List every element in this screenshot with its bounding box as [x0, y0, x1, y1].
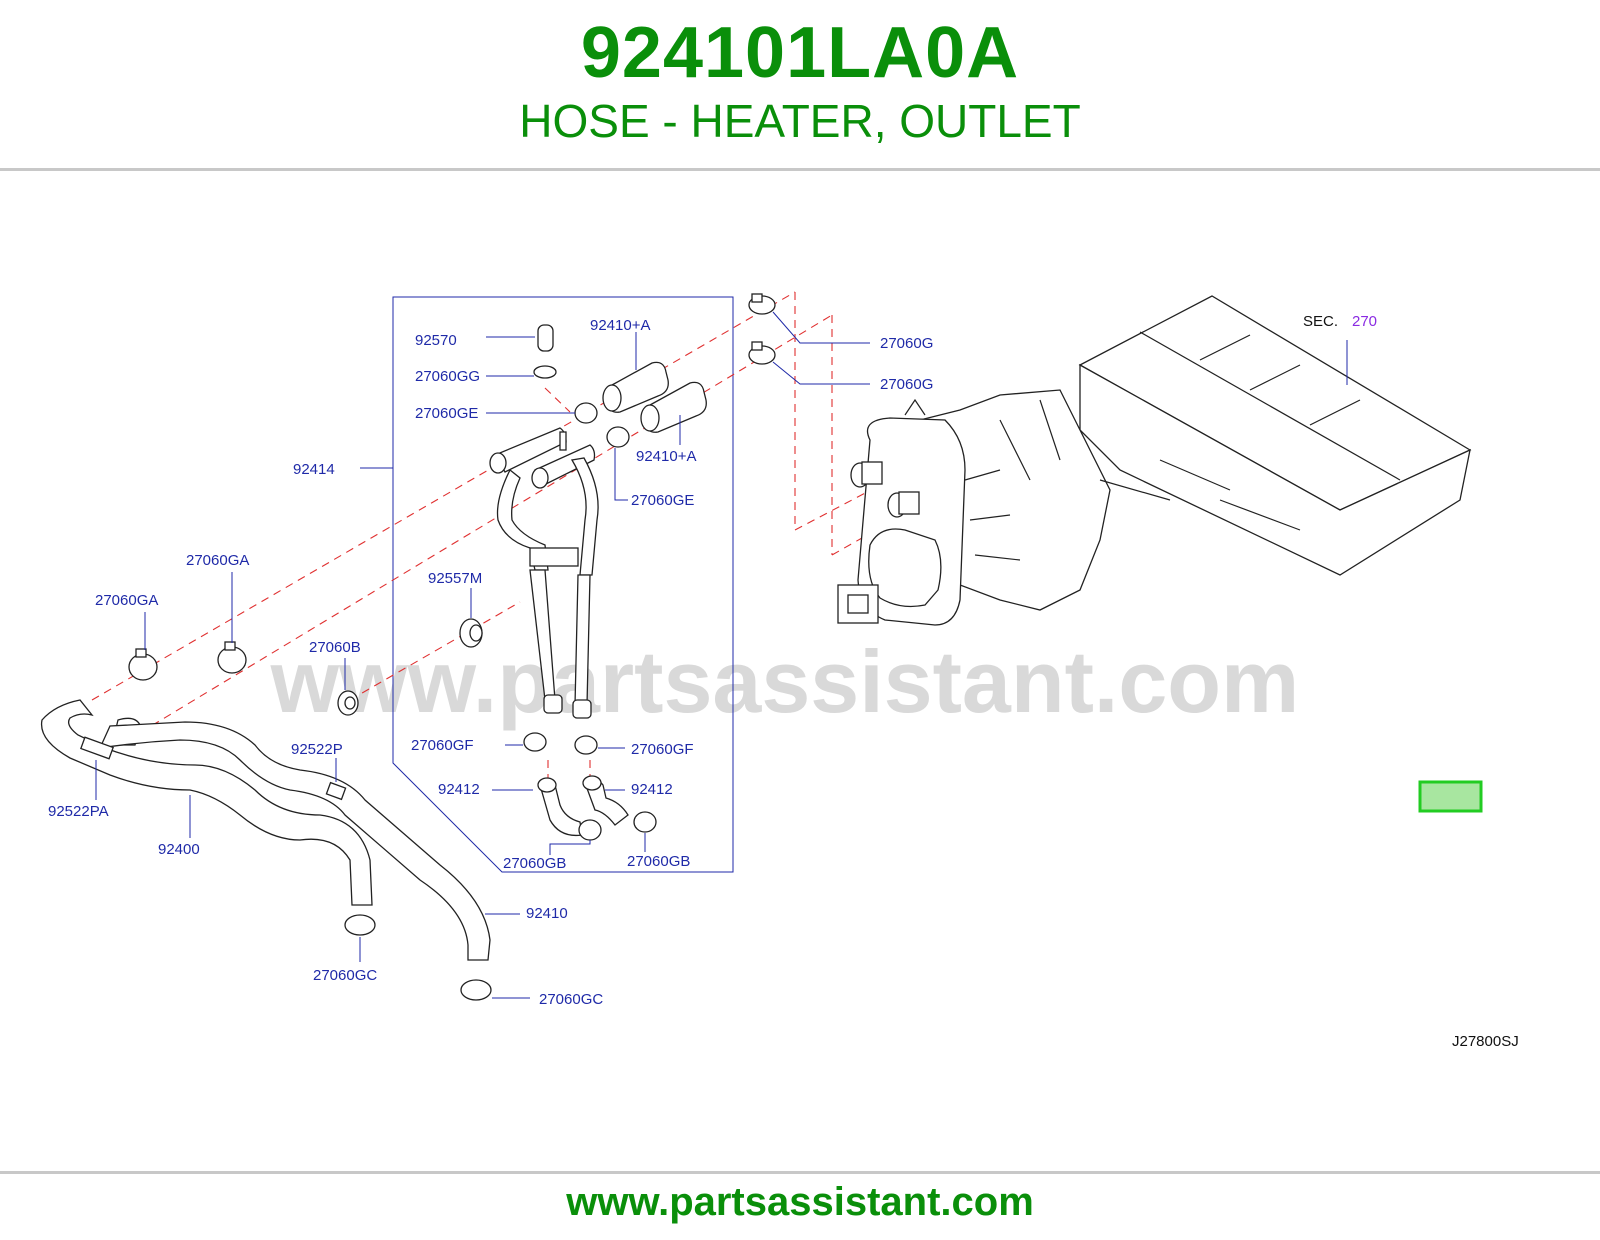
clamp-27060ga-right: [217, 641, 247, 674]
part-description: HOSE - HEATER, OUTLET: [519, 95, 1081, 147]
label-27060ge-left[interactable]: 27060GE: [415, 405, 478, 422]
label-92410a-mid[interactable]: 92410+A: [636, 448, 696, 465]
assembly-bracket: [392, 296, 734, 873]
leader-27060g-bottom: [772, 361, 870, 385]
label-92557m[interactable]: 92557M: [428, 570, 482, 587]
leader-27060ge-right: [614, 448, 628, 501]
clamp-27060ge-left: [574, 402, 598, 424]
leader-27060gb-left: [549, 840, 591, 855]
label-92522pa[interactable]: 92522PA: [48, 803, 109, 820]
clamp-27060gc-left: [344, 914, 376, 936]
label-92412-left[interactable]: 92412: [438, 781, 480, 798]
label-27060gc-right[interactable]: 27060GC: [539, 991, 603, 1008]
label-92400[interactable]: 92400: [158, 841, 200, 858]
engine-manifold-drawing: [837, 295, 1472, 626]
clamp-27060gf-right: [574, 735, 598, 755]
highlight-marker[interactable]: [1418, 780, 1483, 813]
drawing-code: J27800SJ: [1452, 1033, 1519, 1050]
hose-92412-left: [537, 777, 583, 837]
page-header: 924101LA0A HOSE - HEATER, OUTLET: [0, 0, 1600, 170]
label-27060gf-left[interactable]: 27060GF: [411, 737, 474, 754]
label-27060gc-left[interactable]: 27060GC: [313, 967, 377, 984]
label-92570[interactable]: 92570: [415, 332, 457, 349]
label-92410a-top[interactable]: 92410+A: [590, 317, 650, 334]
alignment-lines: [91, 291, 921, 831]
clip-92522pa: [80, 736, 114, 760]
label-92414[interactable]: 92414: [293, 461, 335, 478]
hose-92410: [98, 721, 491, 961]
clamp-27060gf-left: [523, 732, 547, 752]
clamp-27060gb-right: [633, 811, 657, 833]
footer-url[interactable]: www.partsassistant.com: [566, 1180, 1034, 1224]
pipe-assembly-92414: [489, 427, 599, 719]
watermark-text: www.partsassistant.com: [270, 632, 1300, 731]
clamp-27060gc-right: [460, 979, 492, 1001]
header-divider: [0, 168, 1600, 171]
cap-27060b: [337, 690, 359, 716]
label-92522p[interactable]: 92522P: [291, 741, 343, 758]
cap-92570: [533, 324, 557, 379]
label-27060gb-left[interactable]: 27060GB: [503, 855, 566, 872]
label-27060gg[interactable]: 27060GG: [415, 368, 480, 385]
section-link-270[interactable]: 270: [1352, 313, 1377, 330]
hose-92410a-mid: [640, 381, 707, 433]
clamp-27060ga-left: [128, 648, 158, 681]
label-27060ga-left[interactable]: 27060GA: [95, 592, 158, 609]
label-27060ge-right[interactable]: 27060GE: [631, 492, 694, 509]
clamp-27060ge-right: [606, 426, 630, 448]
label-27060b[interactable]: 27060B: [309, 639, 361, 656]
part-number-title: 924101LA0A: [580, 13, 1020, 93]
clamp-27060g-bottom: [748, 341, 776, 365]
clamp-27060gb-left: [578, 819, 602, 841]
clamp-27060g-top: [748, 293, 776, 315]
label-27060g-bottom[interactable]: 27060G: [880, 376, 933, 393]
label-92412-right[interactable]: 92412: [631, 781, 673, 798]
label-27060g-top[interactable]: 27060G: [880, 335, 933, 352]
label-92410[interactable]: 92410: [526, 905, 568, 922]
hose-92410a-top: [602, 361, 669, 413]
footer-divider: [0, 1171, 1600, 1174]
clip-92522p: [325, 781, 347, 801]
label-27060gb-right[interactable]: 27060GB: [627, 853, 690, 870]
grommet-92557m: [459, 618, 483, 648]
hose-92412-right: [582, 775, 629, 826]
leader-27060g-top: [772, 311, 870, 344]
label-27060ga-right[interactable]: 27060GA: [186, 552, 249, 569]
label-27060gf-right[interactable]: 27060GF: [631, 741, 694, 758]
section-label: SEC.: [1303, 313, 1338, 330]
